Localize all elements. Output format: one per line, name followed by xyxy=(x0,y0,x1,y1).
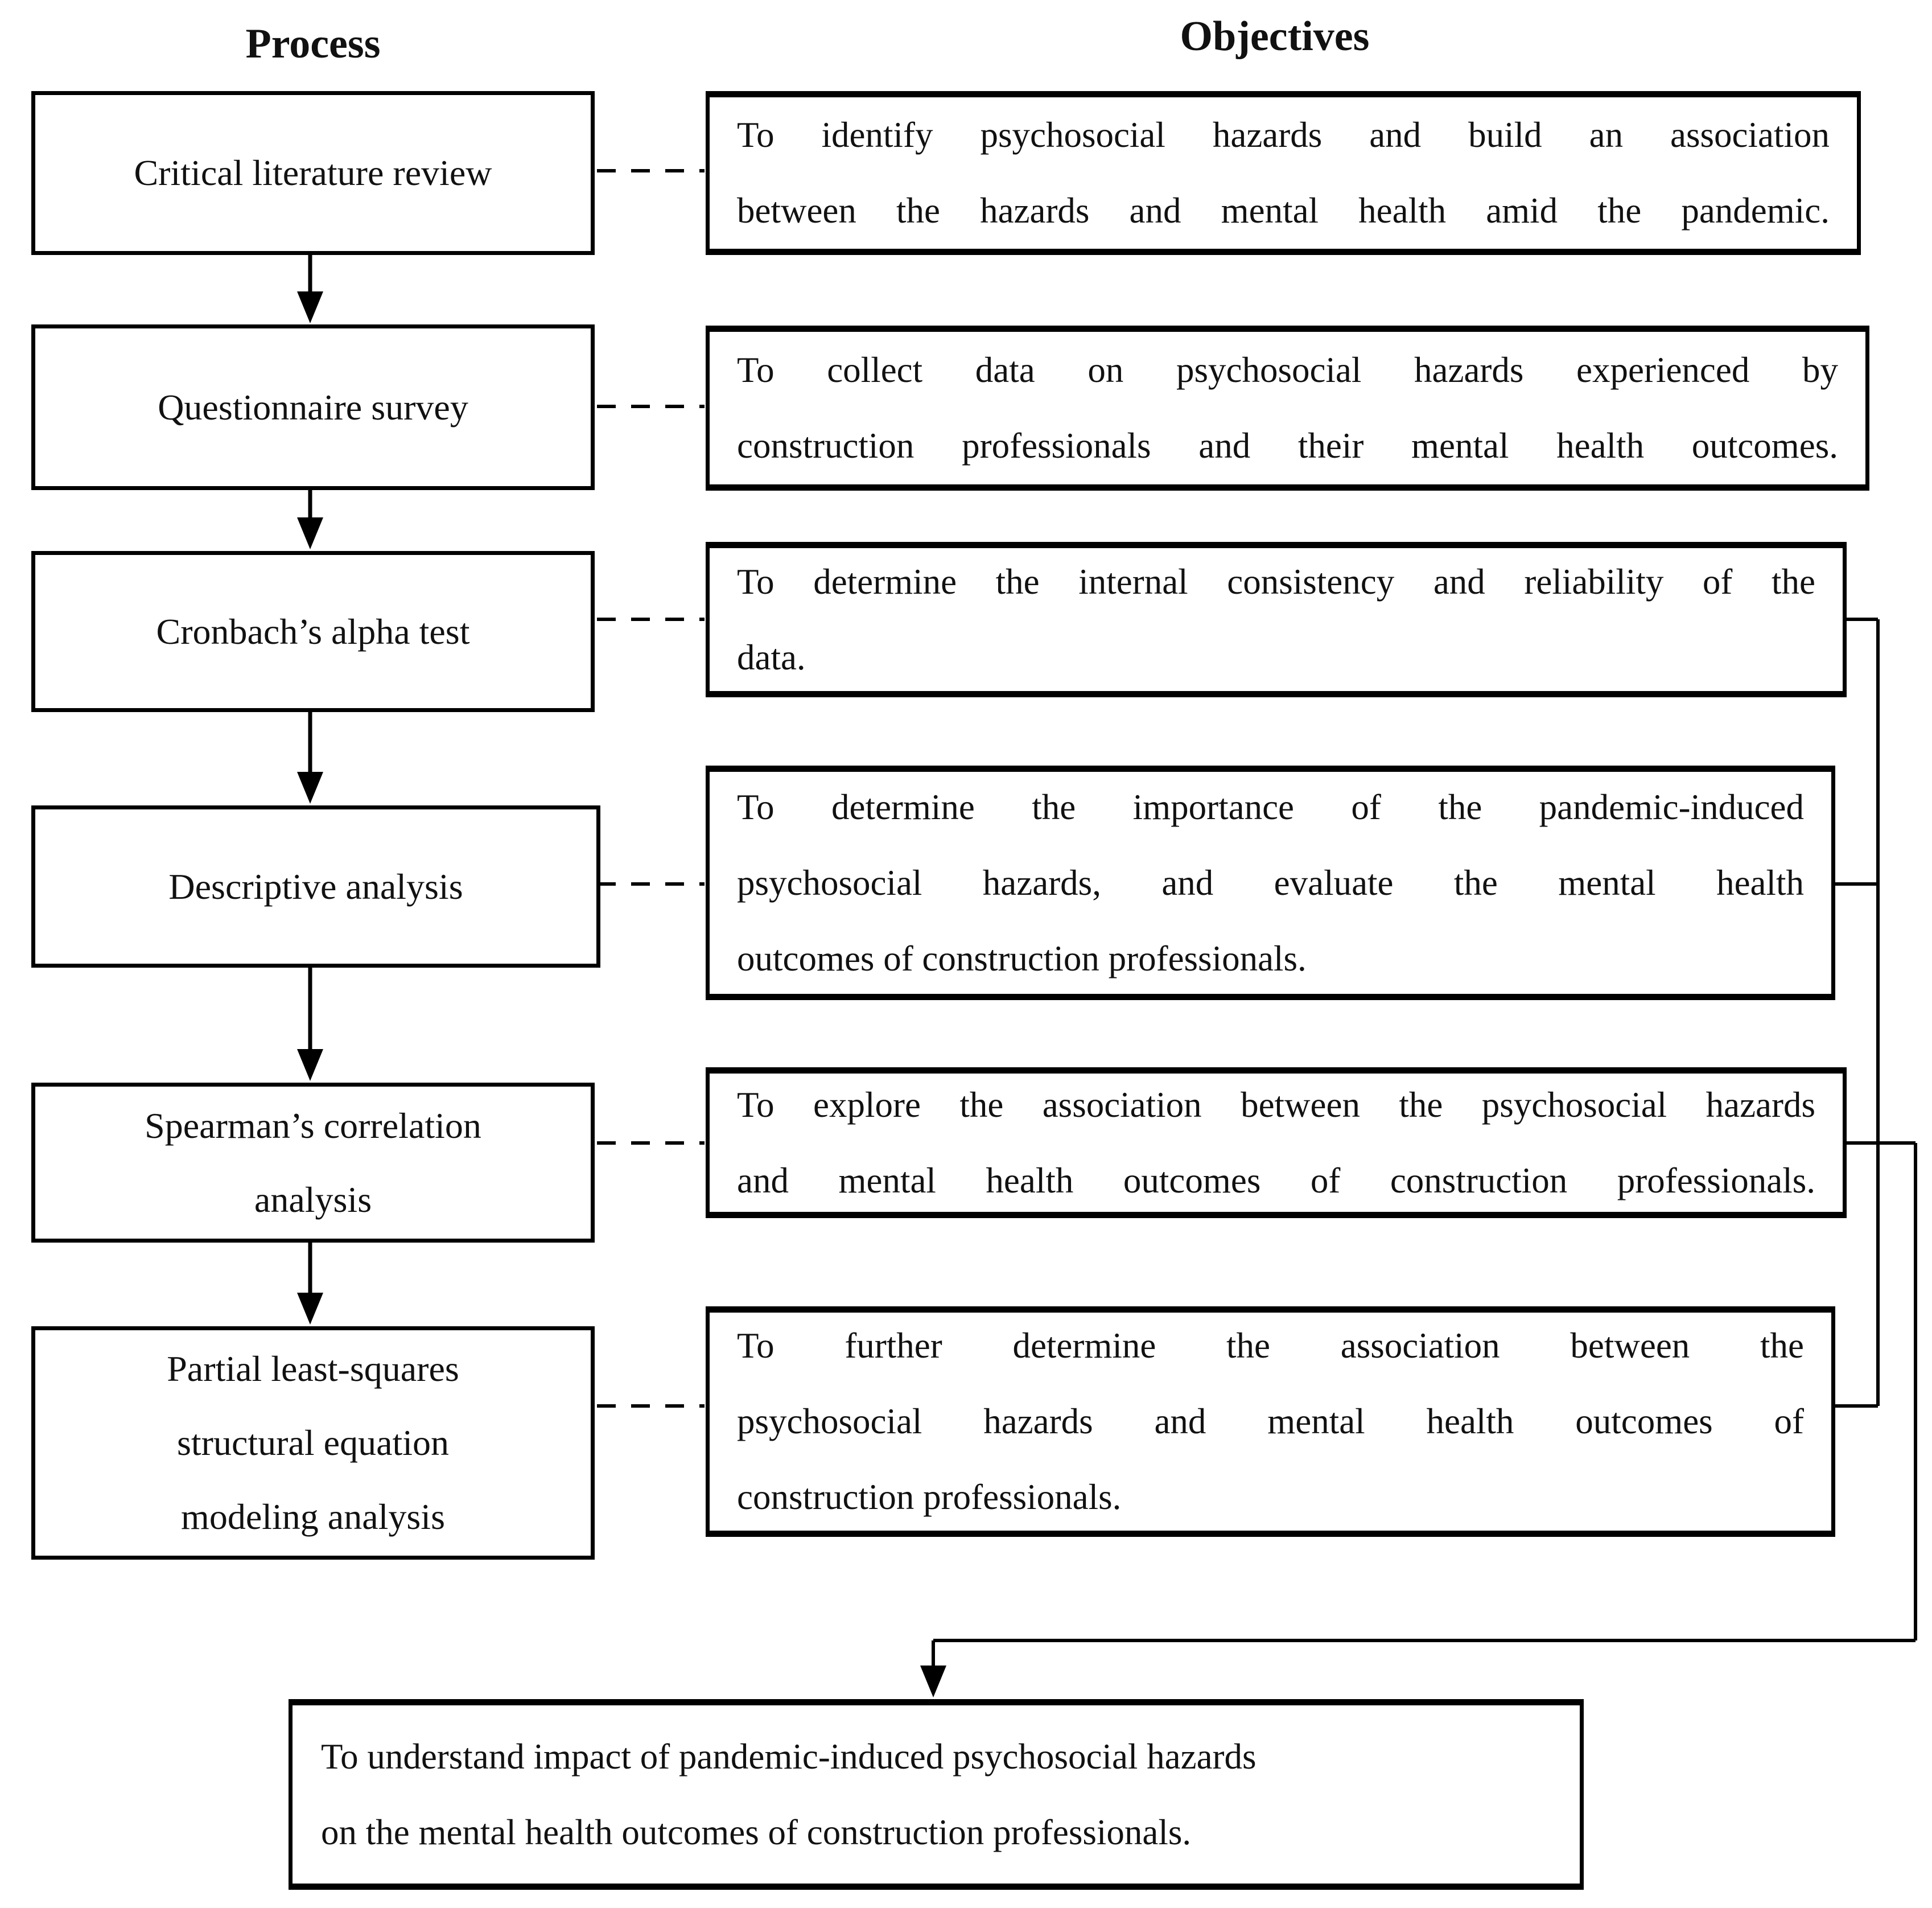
final-summary-line: To understand impact of pandemic-induced… xyxy=(321,1736,1257,1777)
process-step-label: Questionnaire survey xyxy=(158,386,468,427)
objective-text-line: To determine the importance of the pande… xyxy=(737,787,1804,827)
objective-box-importance-of-hazards: To determine the importance of the pande… xyxy=(706,766,1835,1000)
process-box-descriptive-analysis: Descriptive analysis xyxy=(31,805,600,968)
objective-text-line: construction professionals and their men… xyxy=(737,426,1838,466)
objective-box-identify-hazards: To identify psychosocial hazards and bui… xyxy=(706,91,1861,255)
process-box-questionnaire-survey: Questionnaire survey xyxy=(31,324,595,490)
objective-bracket-lines xyxy=(932,618,1917,1668)
dashed-connectors xyxy=(597,169,705,1408)
objective-text-line: construction professionals. xyxy=(737,1477,1122,1517)
objective-text-line: To explore the association between the p… xyxy=(737,1084,1815,1125)
objective-text-line: between the hazards and mental health am… xyxy=(737,191,1830,231)
objective-box-further-determine-association: To further determine the association bet… xyxy=(706,1306,1835,1537)
process-box-spearmans-correlation-analysis: Spearman’s correlation analysis xyxy=(31,1083,595,1243)
process-column-header: Process xyxy=(245,20,381,67)
process-step-label: Descriptive analysis xyxy=(168,866,463,907)
final-summary-box: To understand impact of pandemic-induced… xyxy=(289,1699,1584,1890)
process-step-label: structural equation xyxy=(176,1422,450,1463)
objective-box-internal-consistency: To determine the internal consistency an… xyxy=(706,542,1847,697)
objective-text-line: To identify psychosocial hazards and bui… xyxy=(737,115,1830,155)
objective-text-line: data. xyxy=(737,637,806,677)
final-summary-line: on the mental health outcomes of constru… xyxy=(321,1812,1192,1852)
objectives-column-header: Objectives xyxy=(1180,13,1370,60)
process-step-label: Partial least-squares xyxy=(167,1348,459,1389)
process-step-label: Spearman’s correlation xyxy=(145,1105,481,1146)
process-box-pls-sem-analysis: Partial least-squares structural equatio… xyxy=(31,1326,595,1560)
objective-text-line: psychosocial hazards, and evaluate the m… xyxy=(737,862,1804,903)
objective-text-line: To further determine the association bet… xyxy=(737,1326,1804,1366)
process-step-label: modeling analysis xyxy=(181,1496,445,1537)
objective-text-line: and mental health outcomes of constructi… xyxy=(737,1160,1815,1200)
objective-text-line: To determine the internal consistency an… xyxy=(737,561,1815,602)
flow-arrows xyxy=(297,255,323,1325)
process-step-label: Critical literature review xyxy=(134,153,492,193)
final-box-arrowhead xyxy=(920,1666,946,1697)
process-step-label: analysis xyxy=(254,1179,372,1220)
objective-box-explore-association: To explore the association between the p… xyxy=(706,1067,1847,1218)
objective-text-line: outcomes of construction professionals. xyxy=(737,938,1307,978)
process-box-cronbachs-alpha-test: Cronbach’s alpha test xyxy=(31,551,595,712)
process-box-critical-literature-review: Critical literature review xyxy=(31,91,595,255)
objective-text-line: To collect data on psychosocial hazards … xyxy=(737,350,1838,390)
objective-text-line: psychosocial hazards and mental health o… xyxy=(737,1401,1804,1441)
process-step-label: Cronbach’s alpha test xyxy=(156,611,470,652)
objective-box-collect-data: To collect data on psychosocial hazards … xyxy=(706,326,1869,491)
